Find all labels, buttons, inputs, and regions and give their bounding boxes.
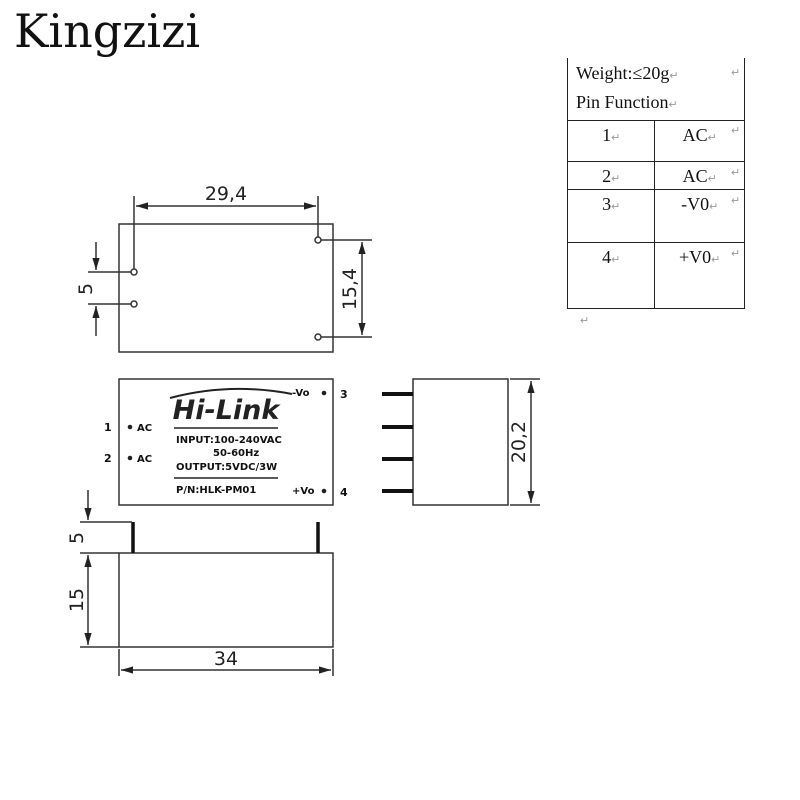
pin-4-label: +Vo — [292, 486, 315, 497]
front-view: Hi-Link INPUT:100-240VAC 50-60Hz OUTPUT:… — [104, 378, 348, 506]
paragraph-mark: ↵ — [731, 167, 741, 179]
dim-body-height: 15 — [66, 588, 88, 612]
part-number: P/N:HLK-PM01 — [176, 485, 256, 496]
paragraph-mark: ↵ — [731, 195, 741, 207]
paragraph-mark: ↵ — [580, 315, 590, 327]
paragraph-mark: ↵ — [669, 70, 679, 82]
pin-function-label: Pin Function — [576, 92, 669, 112]
bottom-view — [80, 490, 334, 676]
pin-2-number: 2 — [104, 452, 112, 465]
weight-spec: Weight:≤20g — [576, 63, 670, 83]
paragraph-mark: ↵ — [731, 125, 741, 137]
frequency-spec: 50-60Hz — [213, 448, 259, 459]
paragraph-mark: ↵ — [668, 99, 678, 111]
dim-height-side: 20,2 — [508, 421, 530, 463]
pin-number: 4 — [602, 247, 612, 267]
paragraph-mark: ↵ — [709, 201, 719, 213]
dim-pin-pitch: 5 — [75, 283, 97, 295]
table-row: 1↵ AC↵ — [566, 120, 745, 162]
input-spec: INPUT:100-240VAC — [176, 435, 282, 446]
pin-4-number: 4 — [340, 486, 348, 499]
output-spec: OUTPUT:5VDC/3W — [176, 462, 277, 473]
pin-function: AC — [682, 166, 708, 186]
paragraph-mark: ↵ — [611, 254, 621, 266]
dim-width-top: 29,4 — [205, 183, 247, 205]
table-row: 4↵ +V0↵ — [566, 242, 745, 309]
pin-3-number: 3 — [340, 388, 348, 401]
pin-function: +V0 — [679, 247, 712, 267]
table-row: 2↵ AC↵ — [566, 161, 745, 190]
top-view-body — [118, 223, 334, 353]
paragraph-mark: ↵ — [731, 67, 741, 79]
pin-1-label: AC — [137, 423, 152, 434]
pin-function: AC — [682, 125, 708, 145]
table-header-cell: Weight:≤20g↵ Pin Function↵ — [567, 58, 745, 121]
top-view — [88, 196, 372, 353]
pin-number: 1 — [602, 125, 612, 145]
pin-1-number: 1 — [104, 421, 112, 434]
pin-3-label: -Vo — [292, 388, 310, 399]
paragraph-mark: ↵ — [611, 173, 621, 185]
paragraph-mark: ↵ — [611, 132, 621, 144]
pin-number: 2 — [602, 166, 612, 186]
side-view — [382, 378, 540, 506]
dim-height-top: 15,4 — [339, 268, 361, 310]
paragraph-mark: ↵ — [611, 201, 621, 213]
hi-link-logo: Hi-Link — [173, 395, 282, 426]
paragraph-mark: ↵ — [731, 248, 741, 260]
paragraph-mark: ↵ — [707, 132, 717, 144]
dim-pin-length: 5 — [66, 532, 88, 544]
table-row: 3↵ -V0↵ — [566, 189, 745, 243]
pin-2-label: AC — [137, 454, 152, 465]
paragraph-mark: ↵ — [707, 173, 717, 185]
dim-length: 34 — [214, 648, 238, 670]
pin-number: 3 — [602, 194, 612, 214]
pin-function-table: Weight:≤20g↵ Pin Function↵ 1↵ AC↵ 2↵ AC↵… — [566, 58, 745, 309]
pin-function: -V0 — [681, 194, 710, 214]
paragraph-mark: ↵ — [711, 254, 721, 266]
brand-title: Kingzizi — [14, 4, 201, 58]
